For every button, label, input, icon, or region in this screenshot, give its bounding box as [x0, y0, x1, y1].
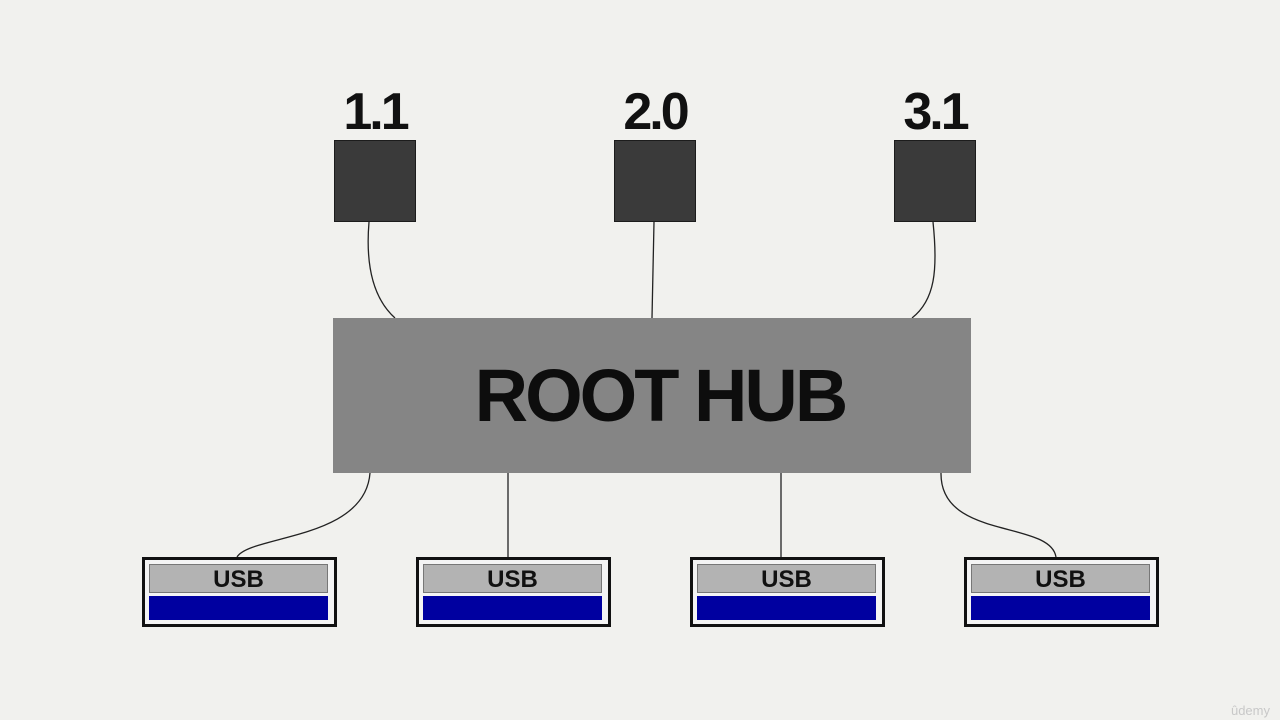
- wire-controller-1-1: [367, 221, 396, 319]
- wire-controller-3-1: [911, 221, 936, 319]
- wire-port-4: [940, 472, 1057, 558]
- usb-port-3: USB: [690, 557, 885, 627]
- controller-version-label: 3.1: [903, 83, 969, 141]
- usb-port-label: USB: [971, 564, 1150, 593]
- usb-port-connector: [423, 596, 602, 620]
- controller-version-label: 2.0: [623, 83, 689, 141]
- usb-port-label: USB: [423, 564, 602, 593]
- usb-port-label: USB: [697, 564, 876, 593]
- usb-port-4: USB: [964, 557, 1159, 627]
- controller-box: [334, 140, 416, 222]
- controller-version-label: 1.1: [343, 83, 409, 141]
- controller-box: [614, 140, 696, 222]
- root-hub: ROOT HUB: [333, 318, 971, 473]
- usb-port-label: USB: [149, 564, 328, 593]
- usb-port-connector: [149, 596, 328, 620]
- controller-box: [894, 140, 976, 222]
- usb-port-1: USB: [142, 557, 337, 627]
- root-hub-label: ROOT HUB: [474, 354, 849, 437]
- usb-port-connector: [971, 596, 1150, 620]
- wire-port-1: [236, 472, 371, 558]
- wire-controller-2-0: [651, 221, 655, 319]
- usb-port-2: USB: [416, 557, 611, 627]
- watermark-logo: ûdemy: [1230, 703, 1270, 718]
- usb-port-connector: [697, 596, 876, 620]
